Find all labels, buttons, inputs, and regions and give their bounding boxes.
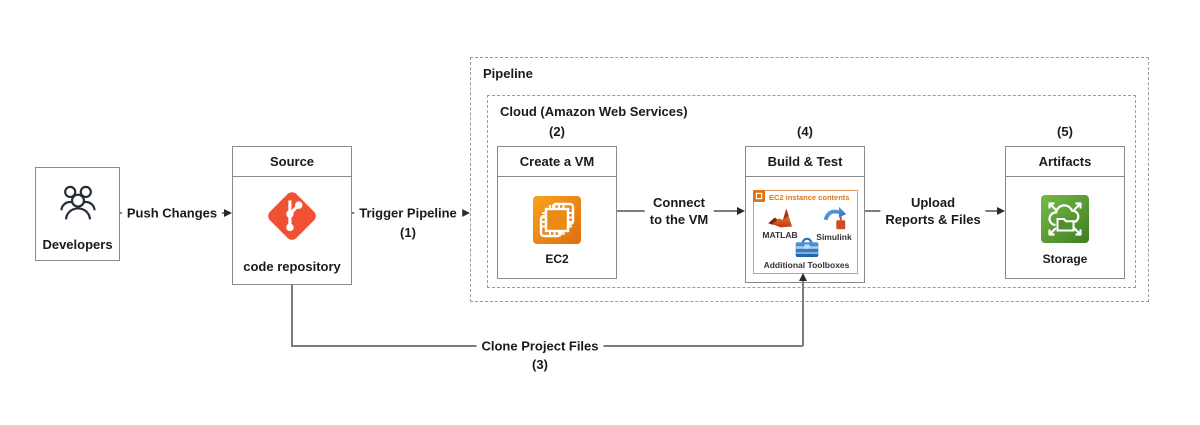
build-test-header: Build & Test [746,147,864,177]
developers-icon [36,180,119,224]
clone-step: (3) [532,357,548,372]
clone-label: Clone Project Files [476,337,604,355]
push-changes-arrowhead [224,209,232,217]
toolboxes-label: Additional Toolboxes [763,260,850,270]
source-label: code repository [243,259,341,274]
source-node: Source code repository [232,146,352,285]
source-header: Source [233,147,351,177]
connect-vm-label: Connect to the VM [644,194,714,228]
create-vm-header: Create a VM [498,147,616,177]
simulink-label: Simulink [816,232,852,242]
ec2-icon [498,196,616,244]
simulink-icon [812,206,856,231]
simulink-item: Simulink [812,206,856,242]
build-test-node: Build & Test EC2 instance contents [745,146,865,283]
clone-line-down [291,285,293,346]
create-vm-step: (2) [549,124,565,139]
artifacts-node: Artifacts Storage [1005,146,1125,279]
pipeline-label: Pipeline [483,66,533,81]
storage-label: Storage [1042,252,1088,266]
toolboxes-item: Additional Toolboxes [754,236,859,270]
clone-arrowhead [799,273,807,281]
cloud-container [487,95,1136,288]
push-changes-label: Push Changes [121,204,223,222]
ec2-instance-contents-group: EC2 instance contents MATLAB [753,190,858,274]
trigger-pipeline-arrowhead [462,209,470,217]
upload-label: Upload Reports & Files [880,194,986,228]
matlab-label: MATLAB [762,230,798,240]
create-vm-node: Create a VM [497,146,617,279]
artifacts-step: (5) [1057,124,1073,139]
matlab-icon [758,206,802,229]
ec2-label: EC2 [545,252,569,266]
pipeline-container [470,57,1149,302]
toolbox-icon [754,236,859,259]
clone-line-up [802,281,804,346]
ec2-contents-label: EC2 instance contents [769,193,850,202]
connect-vm-arrowhead [737,207,745,215]
ec2-contents-icon [753,190,765,202]
build-test-step: (4) [797,124,813,139]
git-icon [233,187,351,245]
developers-label: Developers [42,237,113,252]
developers-node: Developers [35,167,120,261]
cloud-label: Cloud (Amazon Web Services) [500,104,688,119]
trigger-pipeline-step: (1) [400,225,416,240]
trigger-pipeline-label: Trigger Pipeline [354,204,462,222]
upload-arrowhead [997,207,1005,215]
artifacts-header: Artifacts [1006,147,1124,177]
matlab-item: MATLAB [758,206,802,240]
storage-icon [1006,195,1124,243]
